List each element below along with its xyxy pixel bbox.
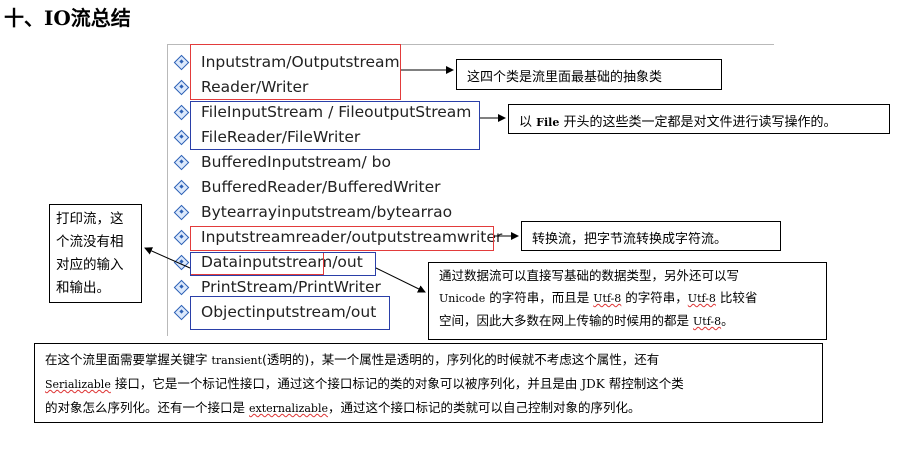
highlight-box-convert xyxy=(190,226,494,251)
list-item: FileInputStream / FileoutputStream xyxy=(174,99,471,124)
list-item: FileReader/FileWriter xyxy=(174,124,360,149)
highlight-box-abstract xyxy=(190,44,401,100)
list-item: BufferedReader/BufferedWriter xyxy=(174,174,441,199)
highlight-box-data xyxy=(190,252,376,276)
list-item: Inputstram/Outputstream xyxy=(174,49,400,74)
note-print-stream: 打印流，这个流没有相对应的输入和输出。 xyxy=(49,204,142,303)
list-item: Reader/Writer xyxy=(174,74,308,99)
list-item: Inputstreamreader/outputstreamwriter xyxy=(174,224,502,249)
list-item: Datainputstream/out xyxy=(174,249,363,274)
note-file-classes: 以 File 开头的这些类一定都是对文件进行读写操作的。 xyxy=(508,104,890,134)
list-item: Bytearrayinputstream/bytearrao xyxy=(174,199,452,224)
list-item: BufferedInputstream/ bo xyxy=(174,149,391,174)
highlight-box-object xyxy=(190,296,390,330)
note-convert-stream: 转换流，把字节流转换成字符流。 xyxy=(521,221,781,251)
note-object-stream: 在这个流里面需要掌握关键字 transient(透明的)，某一个属性是透明的，序… xyxy=(34,343,823,423)
list-item: Objectinputstream/out xyxy=(174,299,376,324)
stream-class-list: Inputstram/Outputstream Reader/Writer Fi… xyxy=(167,44,774,336)
page-title: 十、IO流总结 xyxy=(4,6,131,30)
note-data-stream: 通过数据流可以直接写基础的数据类型，另外还可以写 Unicode 的字符串，而且… xyxy=(428,262,827,340)
highlight-box-file xyxy=(190,101,480,150)
note-abstract-classes: 这四个类是流里面最基础的抽象类 xyxy=(456,59,722,90)
list-item: PrintStream/PrintWriter xyxy=(174,274,381,299)
